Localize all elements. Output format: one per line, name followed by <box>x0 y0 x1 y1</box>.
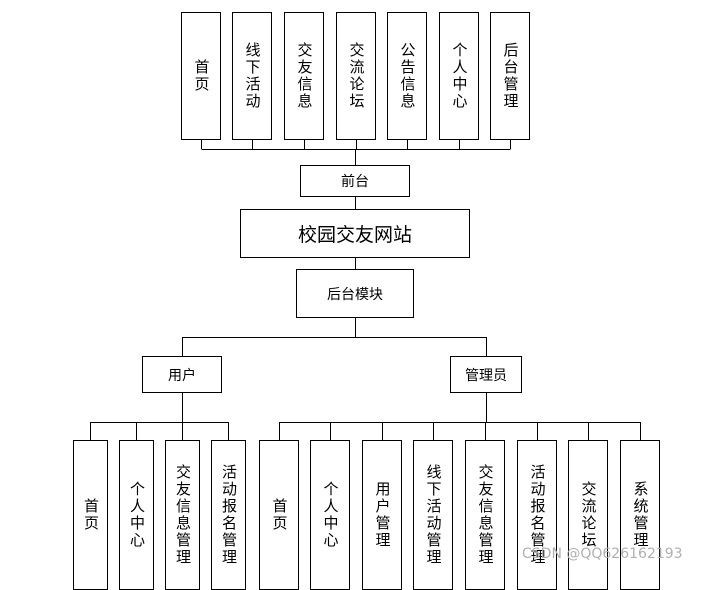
front-module-5-label: 公告信息 <box>398 42 417 110</box>
admin-module-7: 交流论坛 <box>568 440 608 590</box>
front-module-6-label: 个人中心 <box>450 42 469 110</box>
user-module-1-label: 首页 <box>82 498 100 532</box>
user-module-3: 交友信息管理 <box>165 440 200 590</box>
front-module-6: 个人中心 <box>439 12 479 140</box>
admin-module-6: 活动报名管理 <box>517 440 557 590</box>
admin-module-8-label: 系统管理 <box>631 481 650 549</box>
admin-module-6-label: 活动报名管理 <box>528 464 547 566</box>
admin-module-5-label: 交友信息管理 <box>476 464 495 566</box>
admin-module-2: 个人中心 <box>310 440 350 590</box>
front-module-7: 后台管理 <box>490 12 530 140</box>
user-node: 用户 <box>142 356 222 393</box>
user-module-1: 首页 <box>73 440 108 590</box>
user-module-4: 活动报名管理 <box>211 440 246 590</box>
admin-module-2-label: 个人中心 <box>321 481 340 549</box>
module-diagram: 首页 线下活动 交友信息 交流论坛 公告信息 个人中心 后台管理 前台 校园交友… <box>73 12 683 590</box>
front-module-5: 公告信息 <box>387 12 427 140</box>
connector-lines <box>90 140 641 440</box>
admin-module-3: 用户管理 <box>362 440 402 590</box>
admin-module-3-label: 用户管理 <box>373 481 392 549</box>
site-name: 校园交友网站 <box>297 224 412 246</box>
admin-label: 管理员 <box>465 367 507 384</box>
admin-module-4-label: 线下活动管理 <box>424 464 443 566</box>
backend-label: 后台模块 <box>327 286 383 303</box>
front-module-4: 交流论坛 <box>336 12 376 140</box>
front-module-3-label: 交友信息 <box>295 42 314 110</box>
backend-node: 后台模块 <box>296 269 414 318</box>
front-module-4-label: 交流论坛 <box>347 42 366 110</box>
admin-module-1-label: 首页 <box>270 498 289 532</box>
user-module-2-label: 个人中心 <box>128 481 146 549</box>
frontend-label: 前台 <box>341 174 369 190</box>
user-module-2: 个人中心 <box>119 440 154 590</box>
admin-module-5: 交友信息管理 <box>465 440 505 590</box>
site-node: 校园交友网站 <box>240 209 470 258</box>
front-module-3: 交友信息 <box>284 12 324 140</box>
admin-module-4: 线下活动管理 <box>413 440 453 590</box>
front-module-2: 线下活动 <box>232 12 272 140</box>
user-label: 用户 <box>168 367 196 384</box>
admin-module-8: 系统管理 <box>620 440 660 590</box>
front-module-7-label: 后台管理 <box>501 42 520 110</box>
watermark: CSDN @QQ626162193 <box>522 546 683 562</box>
admin-node: 管理员 <box>450 356 522 393</box>
admin-module-7-label: 交流论坛 <box>579 481 598 549</box>
frontend-node: 前台 <box>300 165 410 197</box>
user-module-4-label: 活动报名管理 <box>220 464 238 566</box>
admin-module-1: 首页 <box>259 440 299 590</box>
user-module-3-label: 交友信息管理 <box>174 464 192 566</box>
front-module-2-label: 线下活动 <box>243 42 262 110</box>
front-module-1-label: 首页 <box>192 59 211 93</box>
front-module-1: 首页 <box>181 12 221 140</box>
